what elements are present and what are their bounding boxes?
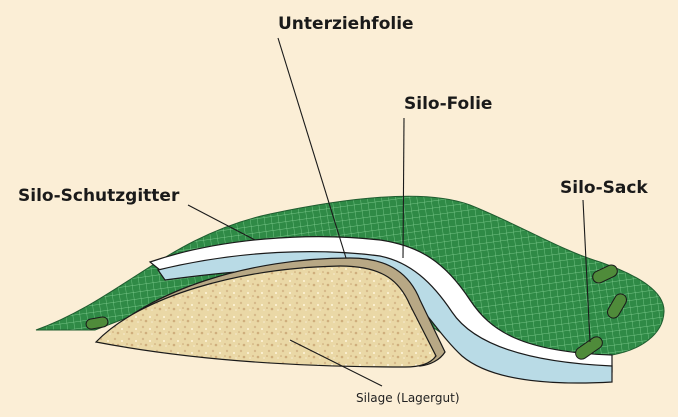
- label-protective-net: Silo-Schutzgitter: [18, 186, 179, 206]
- label-underlay-film: Unterziehfolie: [278, 14, 414, 34]
- label-silage: Silage (Lagergut): [356, 391, 460, 405]
- label-silo-bag: Silo-Sack: [560, 178, 648, 198]
- label-silo-film: Silo-Folie: [404, 94, 492, 114]
